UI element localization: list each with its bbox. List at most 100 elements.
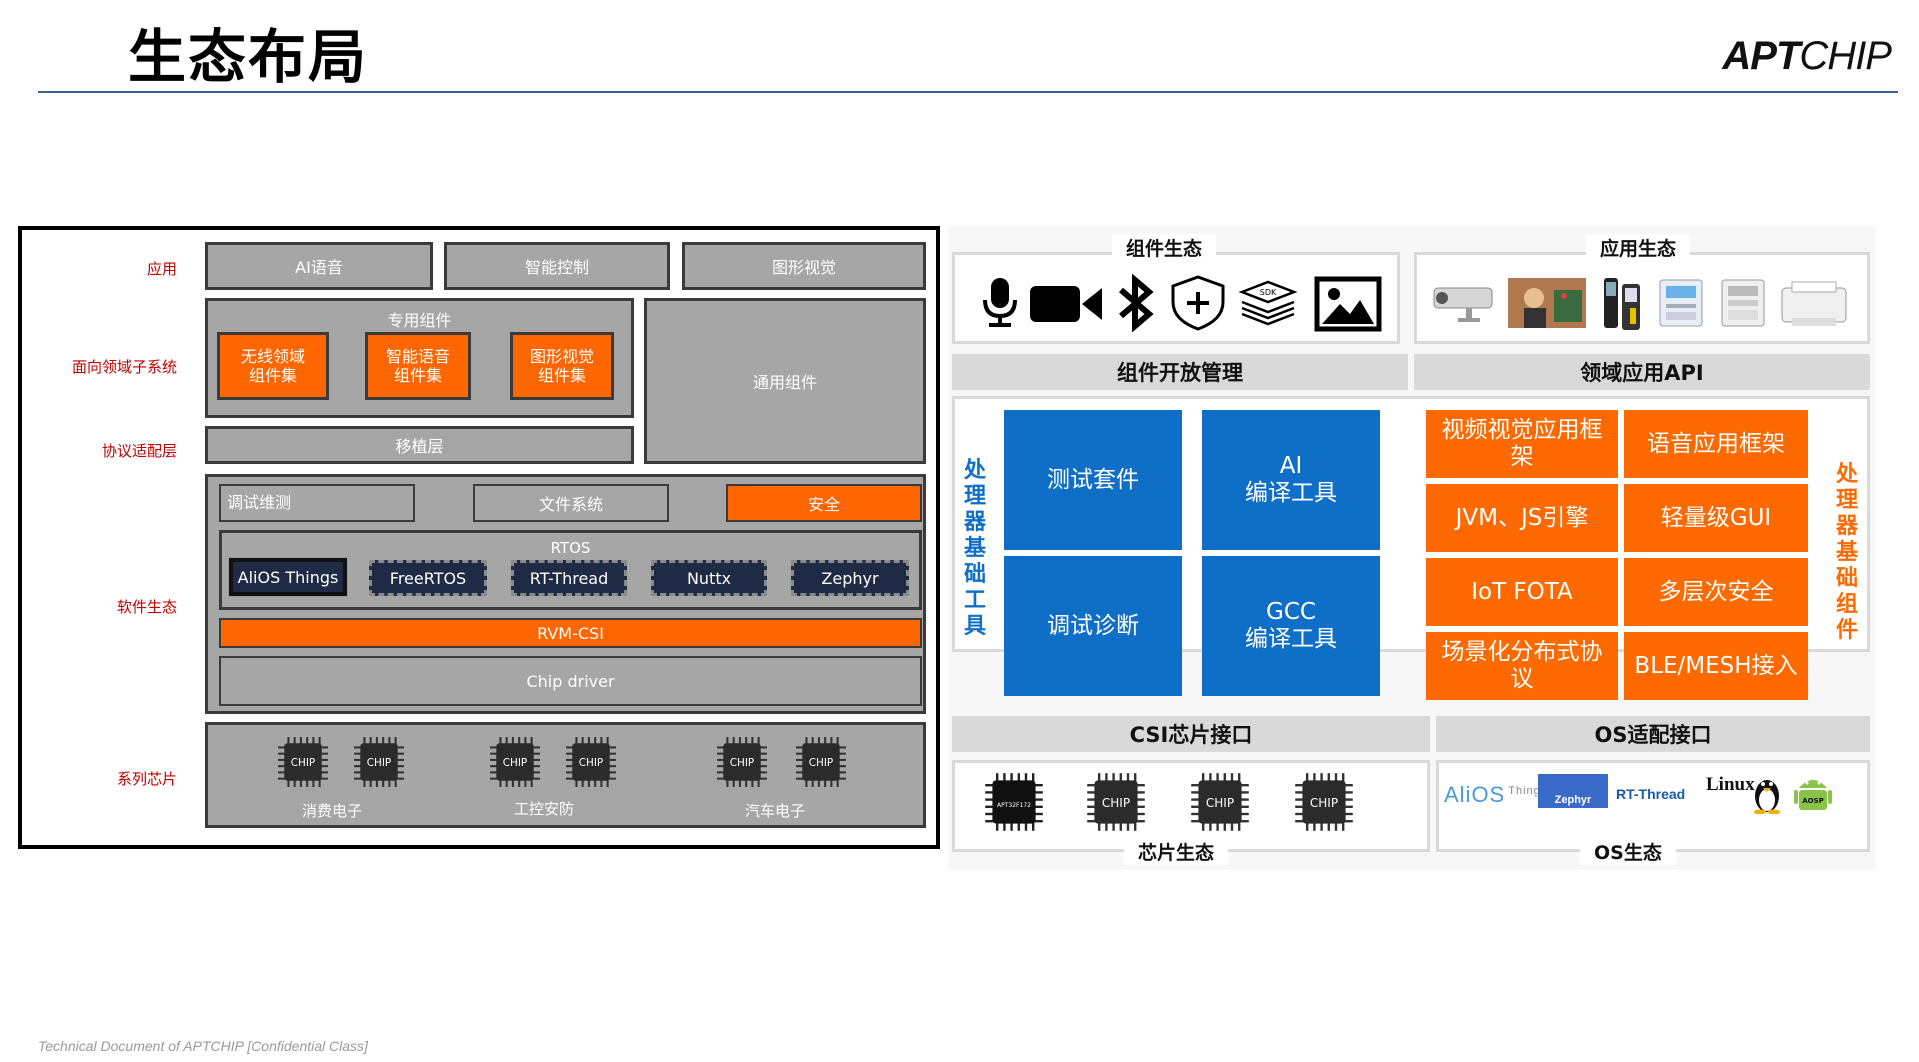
chip-svg: APT32F172	[985, 773, 1043, 831]
chip-icon: CHIP	[1086, 772, 1145, 831]
tool-test-suite: 测试套件	[1004, 410, 1182, 550]
component-distributed-protocol: 场景化分布式协议	[1426, 632, 1618, 700]
tool-gcc-compiler: GCC 编译工具	[1202, 556, 1380, 696]
rtos-title: RTOS	[550, 539, 591, 557]
chip-text: CHIP	[809, 757, 833, 769]
alios-text: AliOS	[1444, 782, 1506, 807]
csi-interface-bar: CSI芯片接口	[952, 716, 1430, 752]
chip-icon: CHIP	[353, 736, 404, 787]
chip-text: CHIP	[1206, 796, 1234, 810]
alios-things-text: Things	[1508, 784, 1548, 797]
component-multilayer-security: 多层次安全	[1624, 558, 1808, 626]
general-components-label: 通用组件	[752, 373, 817, 392]
chip-text: CHIP	[291, 757, 315, 769]
chip-icon: CHIP	[1294, 772, 1353, 831]
row-label-domain: 面向领域子系统	[71, 358, 177, 376]
os-eco-title: OS生态	[1580, 838, 1676, 865]
rvm-csi-bar: RVM-CSI	[219, 618, 922, 648]
linux-logo: Linux	[1706, 774, 1755, 795]
component-management-bar: 组件开放管理	[952, 354, 1408, 390]
component-voice-framework: 语音应用框架	[1624, 410, 1808, 478]
chip-icon: CHIP	[489, 736, 540, 787]
app-box-smart-control: 智能控制	[444, 242, 670, 290]
rt-thread-logo: RT-Thread	[1616, 786, 1686, 802]
chip-svg: CHIP	[1087, 773, 1145, 831]
debug-box: 调试维测	[219, 484, 415, 522]
chip-group-consumer: 消费电子	[301, 802, 362, 820]
chip-svg: CHIP	[354, 737, 404, 787]
row-label-chips: 系列芯片	[116, 770, 177, 788]
chip-icon: CHIP	[1190, 772, 1249, 831]
porting-layer-label: 移植层	[395, 437, 444, 456]
component-set-wireless: 无线领域 组件集	[217, 332, 329, 400]
aosp-text: AOSP	[1802, 797, 1824, 805]
chip-text: CHIP	[1102, 796, 1130, 810]
chip-text: CHIP	[579, 757, 603, 769]
app-box-graphic-vision: 图形视觉	[682, 242, 926, 290]
video-camera-icon	[1030, 286, 1102, 322]
title-divider	[38, 91, 1898, 93]
filesystem-box: 文件系统	[473, 484, 669, 522]
chip-svg: CHIP	[1295, 773, 1353, 831]
printer-icon	[1781, 281, 1847, 326]
bluetooth-icon	[1119, 274, 1154, 332]
footer-note: Technical Document of APTCHIP [Confident…	[38, 1038, 368, 1054]
chip-svg: CHIP	[1191, 773, 1249, 831]
chip-driver-box: Chip driver	[219, 656, 922, 706]
security-camera-icon	[1433, 287, 1493, 322]
chip-svg: CHIP	[796, 737, 846, 787]
chip-icon: CHIP	[565, 736, 616, 787]
chip-svg: CHIP	[490, 737, 540, 787]
chip-icon: CHIP	[795, 736, 846, 787]
chip-text: CHIP	[730, 757, 754, 769]
chip-text: APT32F172	[997, 802, 1031, 809]
chip-icon: CHIP	[716, 736, 767, 787]
component-light-gui: 轻量级GUI	[1624, 484, 1808, 552]
smart-display-icon	[1508, 278, 1586, 328]
chip-text: CHIP	[503, 757, 527, 769]
tux-penguin-icon	[1754, 780, 1780, 814]
electric-meter-icon	[1659, 279, 1703, 327]
power-meter-icon	[1721, 279, 1765, 327]
os-eco-box	[1436, 760, 1870, 852]
zephyr-logo: Zephyr	[1538, 774, 1608, 808]
chip-svg: CHIP	[566, 737, 616, 787]
app-box-label: 图形视觉	[771, 258, 836, 277]
sdk-text: SDK	[1260, 288, 1277, 297]
porting-layer-box: 移植层	[205, 426, 634, 464]
image-icon	[1314, 276, 1382, 332]
app-box-label: 智能控制	[524, 258, 589, 277]
left-architecture-diagram: 应用 面向领域子系统 协议适配层 软件生态 系列芯片 AI语音 智能控制 图形视…	[18, 226, 940, 849]
chip-text: CHIP	[367, 757, 391, 769]
handheld-devices-icon	[1604, 278, 1640, 330]
chip-group-industrial: 工控安防	[513, 800, 574, 818]
tool-ai-compiler: AI 编译工具	[1202, 410, 1380, 550]
tool-debug-diagnosis: 调试诊断	[1004, 556, 1182, 696]
chip-eco-title: 芯片生态	[1124, 838, 1229, 865]
component-set-vision: 图形视觉 组件集	[510, 332, 614, 400]
component-jvm-js-engine: JVM、JS引擎	[1426, 484, 1618, 552]
processor-components-vertical-label: 处理器基础组件	[1834, 462, 1860, 644]
component-eco-title: 组件生态	[1112, 234, 1217, 261]
rtos-freertos: FreeRTOS	[369, 560, 487, 596]
chip-svg: CHIP	[717, 737, 767, 787]
rtos-rt-thread: RT-Thread	[511, 560, 627, 596]
row-label-protocol: 协议适配层	[101, 442, 177, 460]
processor-tools-vertical-label: 处理器基础工具	[962, 458, 988, 640]
component-set-voice: 智能语音 组件集	[365, 332, 471, 400]
app-box-ai-voice: AI语音	[205, 242, 433, 290]
app-box-label: AI语音	[295, 258, 343, 277]
apt32f172-chip-icon: APT32F172	[984, 772, 1043, 831]
rtos-zephyr: Zephyr	[791, 560, 909, 596]
special-components-title: 专用组件	[387, 311, 452, 330]
rtos-aliosthings: AliOS Things	[228, 557, 348, 597]
sdk-layers-icon: SDK	[1238, 280, 1298, 326]
domain-api-bar: 领域应用API	[1414, 354, 1870, 390]
aptchip-logo: APTCHIP	[1722, 34, 1892, 78]
right-ecosystem-diagram: 组件生态 SDK 应用生态	[948, 226, 1876, 870]
rtos-nuttx: Nuttx	[651, 560, 767, 596]
shield-plus-icon	[1171, 275, 1225, 331]
component-video-framework: 视频视觉应用框架	[1426, 410, 1618, 478]
os-adapter-bar: OS适配接口	[1436, 716, 1870, 752]
chip-icon: CHIP	[277, 736, 328, 787]
